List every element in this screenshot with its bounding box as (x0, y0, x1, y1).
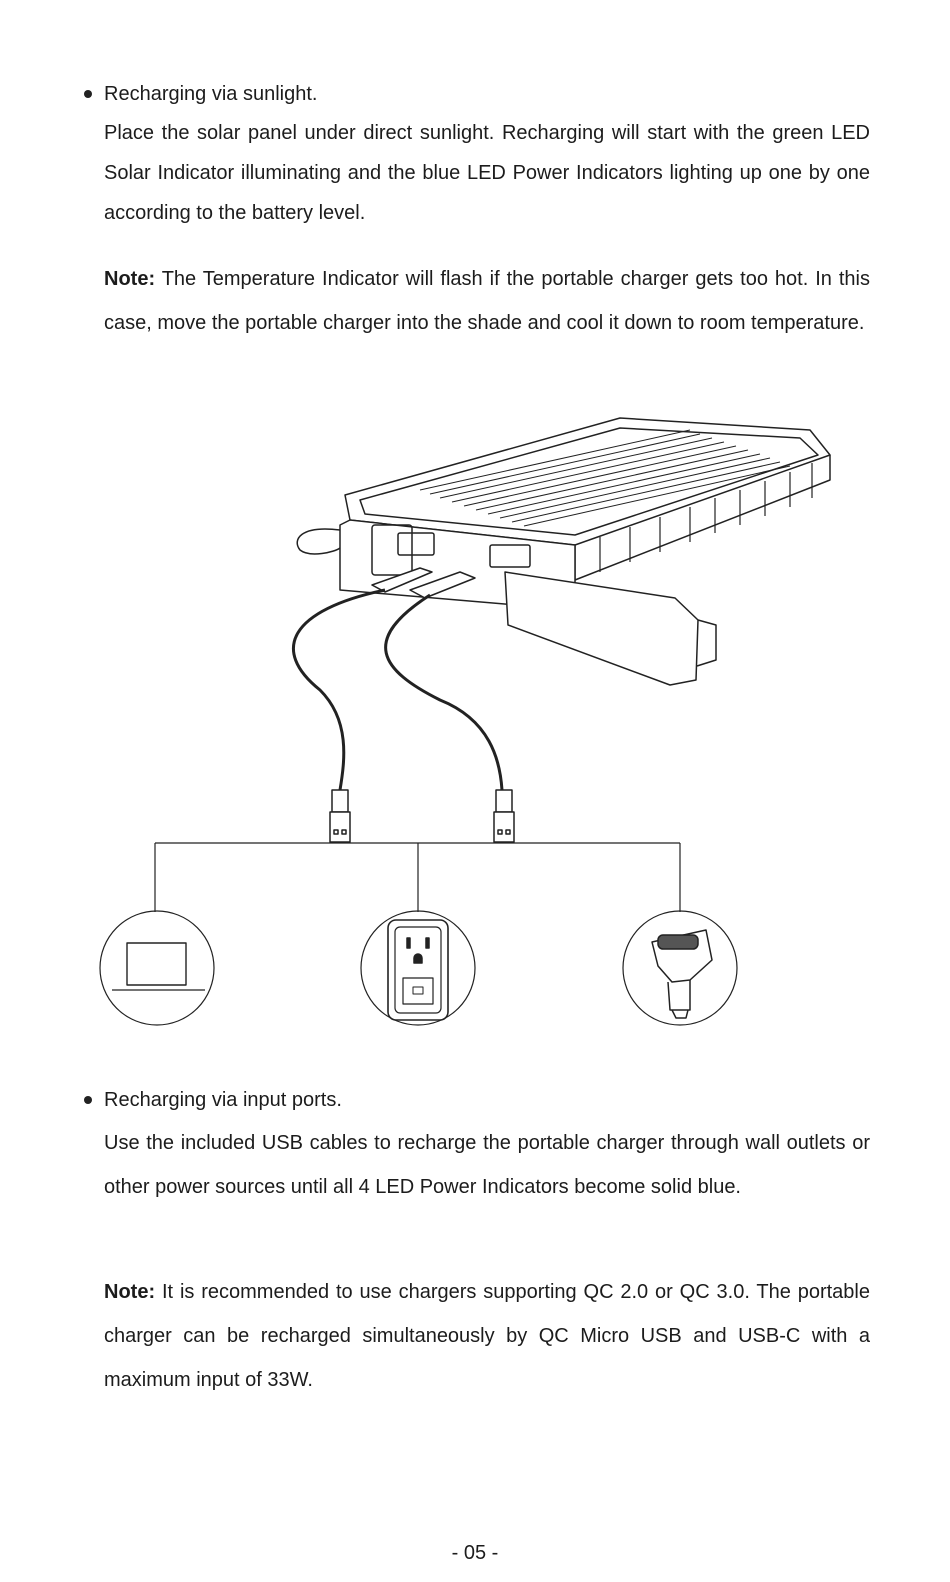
laptop-icon (99, 910, 215, 1026)
bullet-dot (84, 1096, 92, 1104)
note-label: Note: (104, 268, 156, 290)
usb-plug-left (329, 789, 351, 843)
usb-plug-right (493, 789, 515, 843)
heading-text: Recharging via sunlight. (104, 83, 318, 105)
wall-outlet-icon (360, 910, 476, 1026)
note-text: It is recommended to use chargers suppor… (104, 1281, 870, 1391)
sunlight-paragraph: Place the solar panel under direct sunli… (104, 122, 870, 224)
sunlight-note: Note: The Temperature Indicator will fla… (104, 257, 870, 345)
heading-text: Recharging via input ports. (104, 1089, 342, 1111)
charging-illustration (99, 417, 831, 1026)
car-charger-icon (622, 910, 738, 1026)
page-number: - 05 - (451, 1542, 499, 1564)
bullet-dot (84, 90, 92, 98)
note-label: Note: (104, 1281, 156, 1303)
power-bank-icon (296, 417, 831, 686)
note-text: The Temperature Indicator will flash if … (104, 268, 870, 334)
ports-note: Note: It is recommended to use chargers … (104, 1270, 870, 1402)
ports-paragraph: Use the included USB cables to recharge … (104, 1132, 870, 1198)
